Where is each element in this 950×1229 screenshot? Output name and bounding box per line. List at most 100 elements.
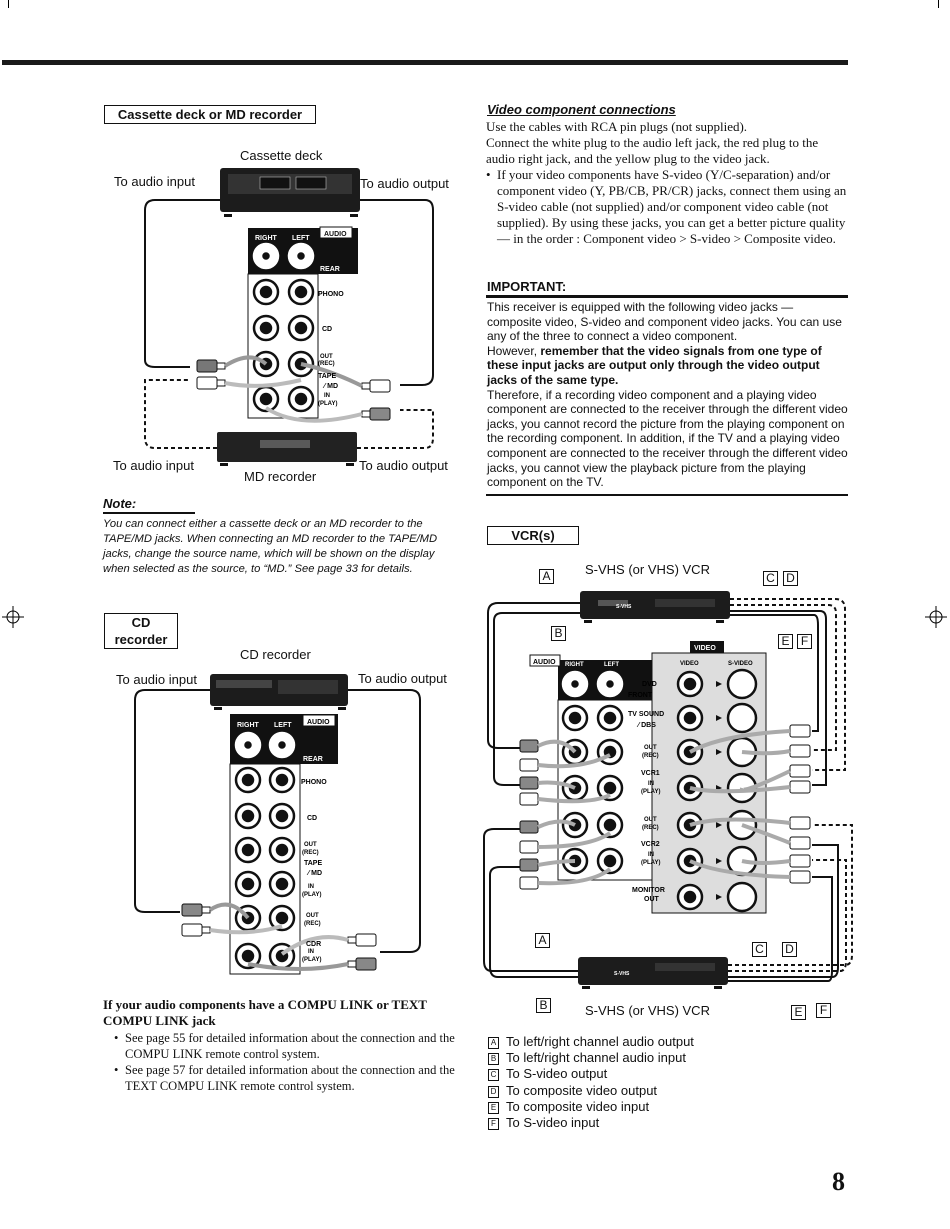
svg-text:RIGHT: RIGHT: [565, 662, 584, 668]
legend-text-a: To left/right channel audio output: [506, 1034, 694, 1049]
panel-audio-label: AUDIO: [324, 231, 347, 238]
svg-text:(PLAY): (PLAY): [302, 957, 321, 963]
tag-b-bottom: B: [536, 998, 551, 1013]
video-bullet: If your video components have S-video (Y…: [486, 167, 848, 247]
svg-text:IN: IN: [308, 949, 314, 955]
svg-text:TAPE: TAPE: [304, 860, 322, 867]
cd-recorder-connection-diagram: RIGHT LEFT AUDIO REAR PHONO CD OUT (REC)…: [134, 674, 421, 975]
important-p2-prefix: However,: [487, 343, 541, 358]
important-p2-bold: remember that the video signals from one…: [487, 343, 822, 387]
svg-text:REAR: REAR: [303, 756, 323, 763]
svg-text:CDR: CDR: [306, 941, 321, 948]
legend-key-e: E: [488, 1101, 499, 1114]
svg-text:(PLAY): (PLAY): [641, 860, 660, 866]
svg-text:OUT: OUT: [644, 817, 657, 823]
important-p3: Therefore, if a recording video componen…: [487, 387, 848, 490]
video-component-text: Use the cables with RCA pin plugs (not s…: [486, 119, 848, 247]
legend-text-d: To composite video output: [506, 1082, 658, 1098]
legend-key-d: D: [488, 1085, 499, 1098]
svg-text:OUT: OUT: [644, 896, 660, 903]
svg-text:(REC): (REC): [302, 850, 319, 856]
tag-f-bottom: F: [816, 1003, 831, 1018]
tag-f-top: F: [797, 634, 812, 649]
panel-phono-label: PHONO: [318, 291, 344, 298]
tag-d-bottom: D: [782, 942, 797, 957]
legend-text-b: To left/right channel audio input: [506, 1050, 686, 1066]
svg-text:LEFT: LEFT: [604, 662, 619, 668]
svg-text:AUDIO: AUDIO: [533, 659, 556, 666]
svg-text:S-VHS: S-VHS: [616, 604, 632, 610]
svg-text:⁄ MD: ⁄ MD: [306, 870, 322, 877]
legend-text-c: To S-video output: [506, 1066, 608, 1082]
tag-d-top: D: [783, 571, 798, 586]
svg-text:TV SOUND: TV SOUND: [628, 711, 664, 718]
cd-to-audio-input-label: To audio input: [116, 672, 197, 687]
cassette-section-title: Cassette deck or MD recorder: [104, 105, 316, 124]
important-p2: However, remember that the video signals…: [487, 344, 849, 388]
svg-text:S-VIDEO: S-VIDEO: [728, 661, 753, 667]
svg-text:OUT: OUT: [304, 842, 317, 848]
video-component-title: Video component connections: [487, 102, 676, 117]
cd-to-audio-output-label: To audio output: [358, 671, 447, 686]
svg-text:OUT: OUT: [644, 745, 657, 751]
panel-right-label: RIGHT: [255, 235, 278, 242]
to-audio-output-top-label: To audio output: [360, 176, 449, 191]
svg-text:FRONT: FRONT: [628, 692, 653, 699]
cd-recorder-label: CD recorder: [240, 647, 311, 662]
compu-link-list: See page 55 for detailed information abo…: [113, 1030, 475, 1094]
svg-text:LEFT: LEFT: [274, 722, 292, 729]
svg-text:(REC): (REC): [304, 921, 321, 927]
note-title: Note:: [103, 496, 137, 511]
tag-a-top: A: [539, 569, 554, 584]
tag-c-bottom: C: [752, 942, 767, 957]
md-recorder-device: [217, 432, 357, 466]
vcr-top-label: S-VHS (or VHS) VCR: [585, 562, 710, 577]
legend-key-a: A: [488, 1037, 499, 1049]
panel-left-label: LEFT: [292, 235, 310, 242]
important-title: IMPORTANT:: [487, 279, 567, 294]
important-p1: This receiver is equipped with the follo…: [487, 300, 842, 344]
svg-text:OUT: OUT: [306, 913, 319, 919]
cassette-deck-device: [220, 168, 360, 217]
vcr-connection-diagram: S-VHS S-VHS VIDEO: [483, 591, 853, 989]
note-text: You can connect either a cassette deck o…: [103, 518, 438, 575]
legend-key-f: F: [488, 1118, 499, 1131]
compu-link-bullet-1: See page 55 for detailed information abo…: [114, 1030, 475, 1062]
svg-text:(PLAY): (PLAY): [302, 892, 321, 898]
cassette-connection-diagram: RIGHT LEFT AUDIO REAR PHONO CD OUT (REC)…: [144, 168, 434, 466]
panel-md-label: ⁄ MD: [322, 383, 338, 390]
svg-text:RIGHT: RIGHT: [237, 722, 260, 729]
legend-row-e: E To composite video input: [488, 1099, 694, 1115]
important-rule-top: [486, 295, 848, 298]
tag-b-top: B: [551, 626, 566, 641]
tag-e-bottom: E: [791, 1005, 806, 1020]
compu-link-title: If your audio components have a COMPU LI…: [103, 997, 427, 1028]
svg-text:S-VHS: S-VHS: [614, 971, 630, 977]
top-rule: [2, 60, 848, 65]
panel-rear-label: REAR: [320, 266, 340, 273]
svg-text:VCR1: VCR1: [641, 770, 660, 777]
tag-e-top: E: [778, 634, 793, 649]
important-rule-bottom: [486, 494, 848, 496]
legend-text-e: To composite video input: [506, 1098, 650, 1114]
video-line-2: Connect the white plug to the audio left…: [486, 135, 819, 166]
crop-mark-top-right: [938, 0, 939, 8]
to-audio-input-bottom-label: To audio input: [113, 458, 194, 473]
cd-section-title: CD recorder: [104, 613, 178, 649]
vcr-section-title: VCR(s): [487, 526, 579, 545]
compu-link-bullet-2: See page 57 for detailed information abo…: [114, 1062, 475, 1094]
page-number: 8: [832, 1167, 845, 1196]
tag-c-top: C: [763, 571, 778, 586]
registration-mark-right: [925, 606, 947, 628]
crop-mark-top-left: [8, 0, 9, 8]
cassette-deck-label: Cassette deck: [240, 148, 323, 163]
to-audio-input-top-label: To audio input: [114, 174, 195, 189]
svg-text:IN: IN: [308, 884, 314, 890]
svg-text:PHONO: PHONO: [301, 779, 327, 786]
note-rule: [103, 512, 195, 514]
tag-a-bottom: A: [535, 933, 550, 948]
video-line-1: Use the cables with RCA pin plugs (not s…: [486, 119, 748, 134]
important-body: This receiver is equipped with the follo…: [487, 300, 849, 490]
